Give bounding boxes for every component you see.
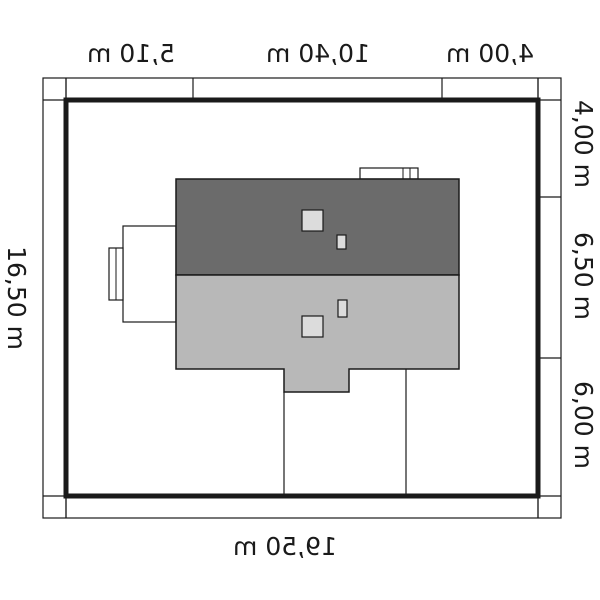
skylight-1 bbox=[301, 209, 324, 232]
skylight-2 bbox=[301, 315, 324, 338]
dim-top-2: 10,40 m bbox=[266, 39, 370, 68]
driveway bbox=[283, 369, 407, 496]
dim-right-1: 4,00 m bbox=[569, 100, 598, 188]
chimney-2 bbox=[337, 299, 348, 318]
dim-top-1: 5,10 m bbox=[87, 39, 175, 68]
outer-frame bbox=[42, 77, 562, 519]
dim-right-3: 6,00 m bbox=[569, 381, 598, 469]
dim-right-2: 6,50 m bbox=[569, 232, 598, 320]
dim-left: 16,50 m bbox=[2, 246, 31, 350]
dim-bottom: 19,50 m bbox=[233, 532, 337, 561]
plot-boundary bbox=[63, 97, 541, 499]
top-annex bbox=[359, 167, 419, 180]
chimney-1 bbox=[336, 234, 347, 250]
left-annex bbox=[122, 225, 177, 323]
dim-top-3: 4,00 m bbox=[446, 39, 534, 68]
